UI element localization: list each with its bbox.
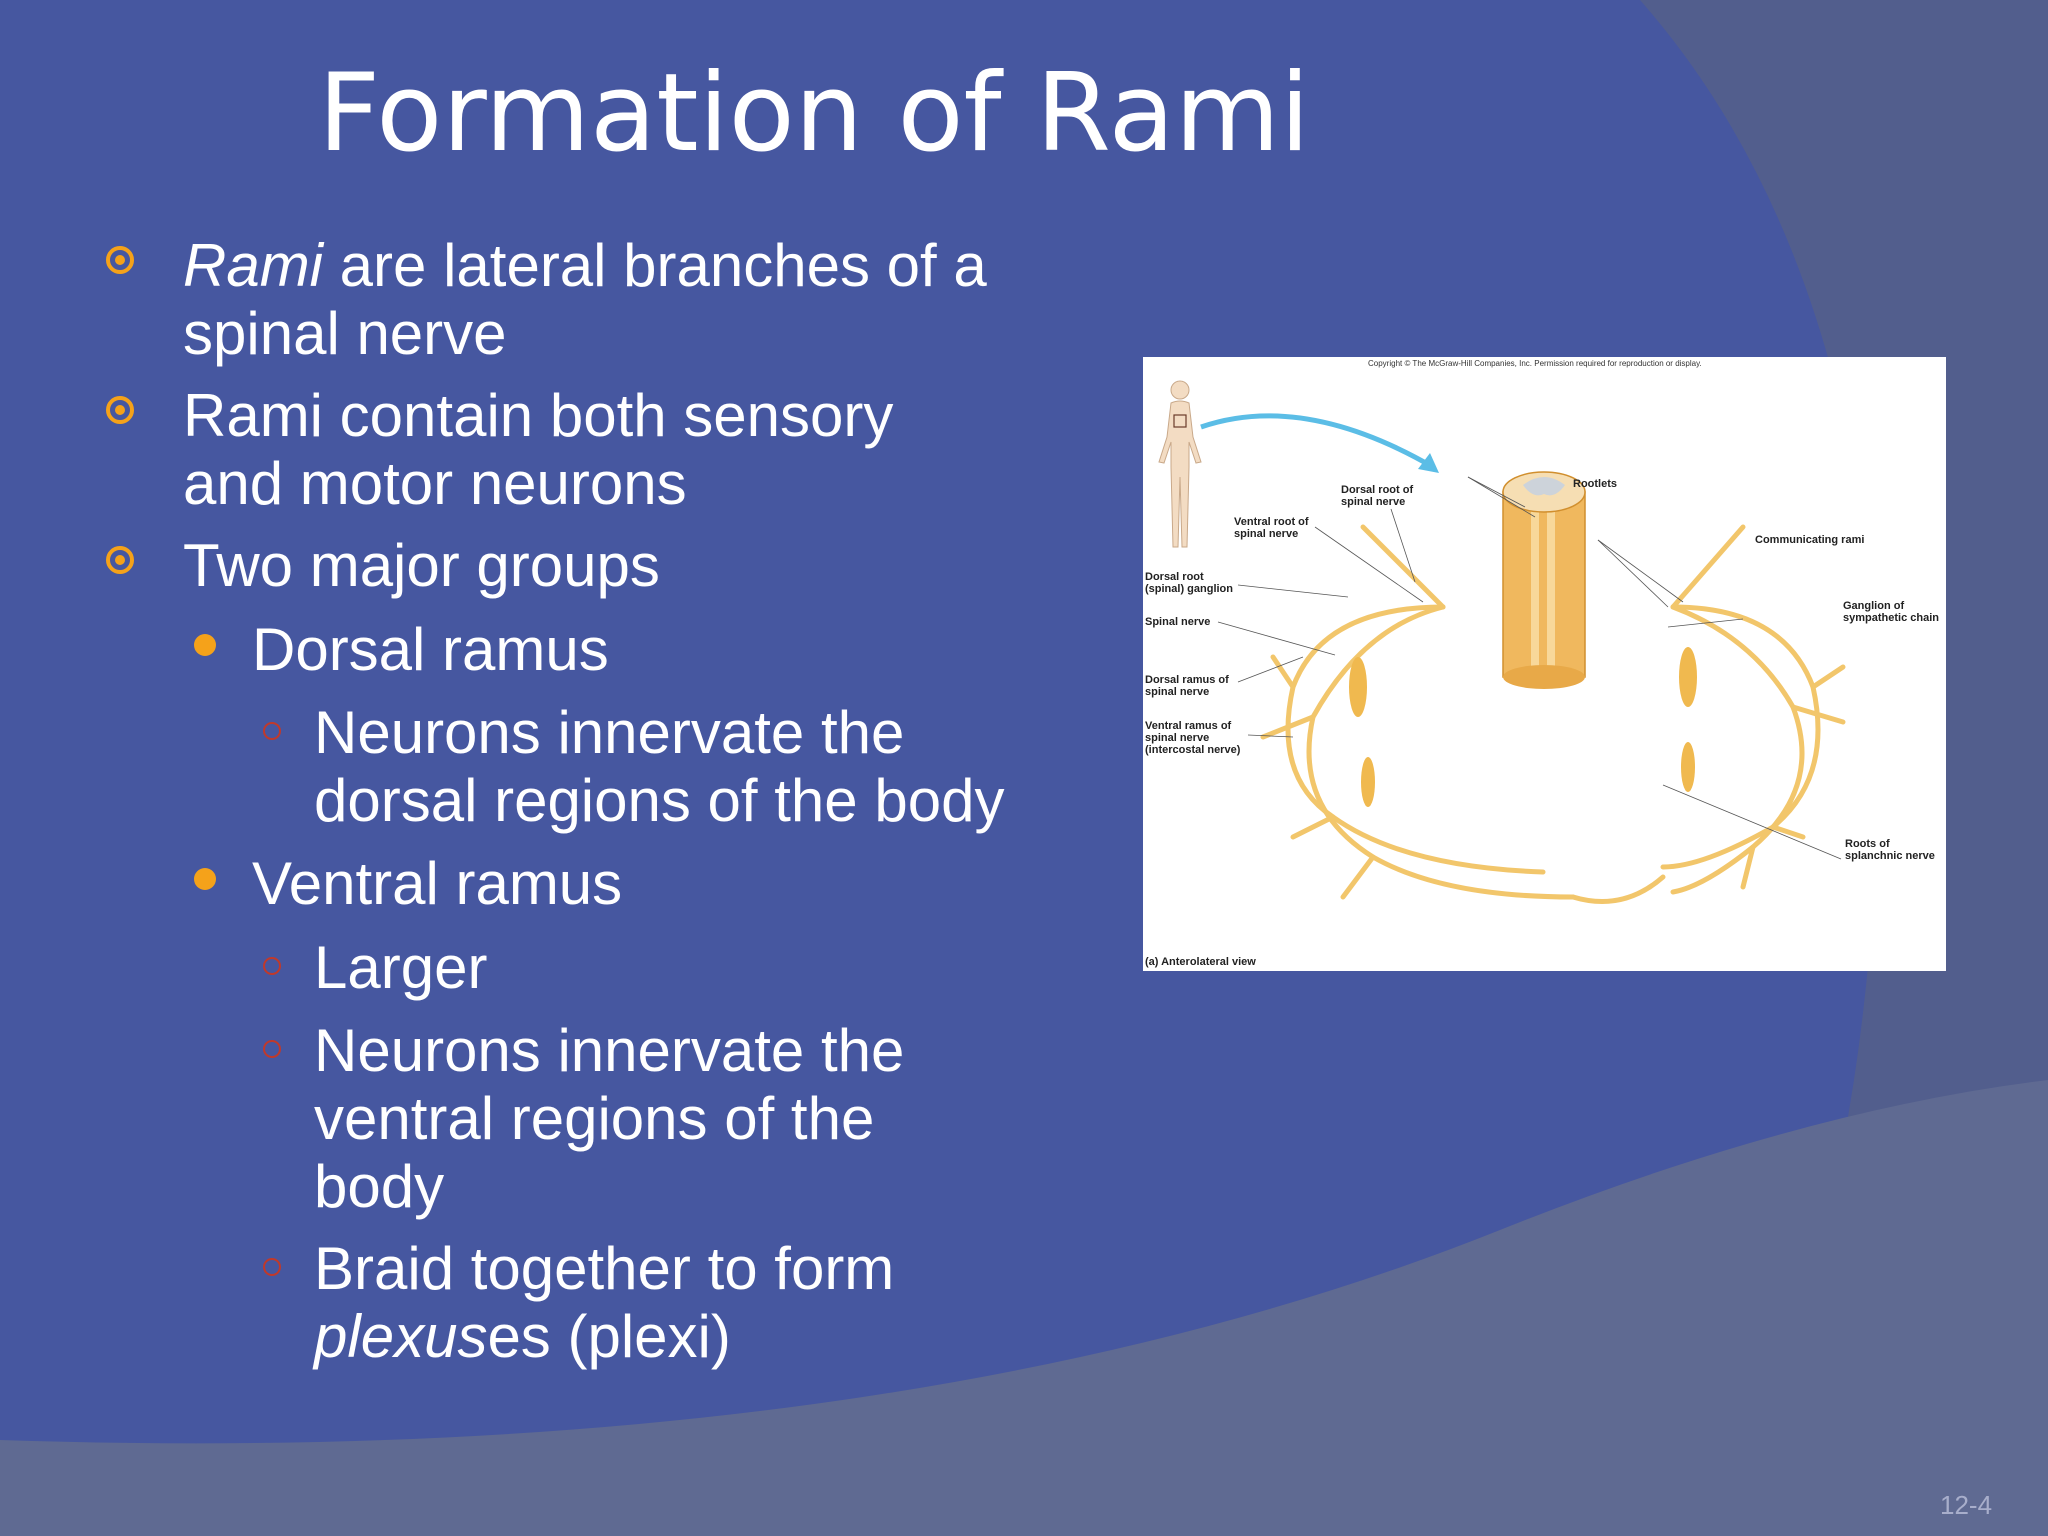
bullet-text: Rami contain both sensory xyxy=(183,382,894,449)
slide-title: Formation of Rami xyxy=(318,51,1310,176)
label-dorsal-ramus: Dorsal ramus of spinal nerve xyxy=(1145,674,1229,698)
bullet-text: Neurons innervate the xyxy=(314,1017,905,1084)
label-dorsal-root: Dorsal root of spinal nerve xyxy=(1341,484,1414,508)
bullet-text: Neurons innervate the xyxy=(314,699,905,766)
bullet-text: Dorsal ramus xyxy=(252,616,609,683)
bullet-marker-ring xyxy=(263,722,281,740)
spinal-cord xyxy=(1502,471,1586,689)
label-spinal-nerve: Spinal nerve xyxy=(1145,616,1211,628)
label-ventral-root: Ventral root of spinal nerve xyxy=(1234,516,1309,540)
label-ganglion-sympathetic-chain: Ganglion of sympathetic chain xyxy=(1843,600,1939,624)
label-rootlets: Rootlets xyxy=(1573,478,1617,490)
bullet-text: body xyxy=(314,1153,445,1220)
label-communicating-rami: Communicating rami xyxy=(1755,534,1865,546)
bullet-marker-circle xyxy=(106,546,134,574)
bullet-text: Rami are lateral branches of a xyxy=(183,232,987,299)
label-splanchnic-nerve: Roots of splanchnic nerve xyxy=(1845,838,1935,862)
human-body-icon xyxy=(1158,380,1202,548)
figure-copyright: Copyright © The McGraw-Hill Companies, I… xyxy=(1368,359,1702,368)
bullet-marker-ring xyxy=(263,1040,281,1058)
bullet-marker-circle xyxy=(106,246,134,274)
bullet-text: Braid together to form xyxy=(314,1235,895,1302)
bullet-text: Two major groups xyxy=(183,532,660,599)
bullet-marker-ring xyxy=(263,957,281,975)
label-ventral-ramus: Ventral ramus of spinal nerve (intercost… xyxy=(1145,720,1241,756)
label-leaders xyxy=(1217,476,1842,860)
bullet-marker-ring xyxy=(263,1258,281,1276)
bullet-marker-dot xyxy=(194,868,216,890)
bullet-text: spinal nerve xyxy=(183,300,507,367)
bullet-text: Ventral ramus xyxy=(252,850,623,917)
bullet-text: ventral regions of the xyxy=(314,1085,875,1152)
spinal-nerve-illustration xyxy=(1158,380,1846,904)
bullet-marker-circle xyxy=(106,396,134,424)
bullet-marker-dot xyxy=(194,634,216,656)
bullet-text: and motor neurons xyxy=(183,450,687,517)
bullet-text: plexuses (plexi) xyxy=(314,1303,731,1370)
label-dorsal-root-ganglion: Dorsal root (spinal) ganglion xyxy=(1145,571,1233,595)
nerve-branches xyxy=(1260,524,1846,904)
spinal-nerve-figure: Copyright © The McGraw-Hill Companies, I… xyxy=(1143,357,1946,971)
bullet-text: dorsal regions of the body xyxy=(314,767,1005,834)
bullet-text: Larger xyxy=(314,934,488,1001)
page-number: 12-4 xyxy=(1940,1490,1993,1520)
label-figure-view: (a) Anterolateral view xyxy=(1145,956,1256,968)
